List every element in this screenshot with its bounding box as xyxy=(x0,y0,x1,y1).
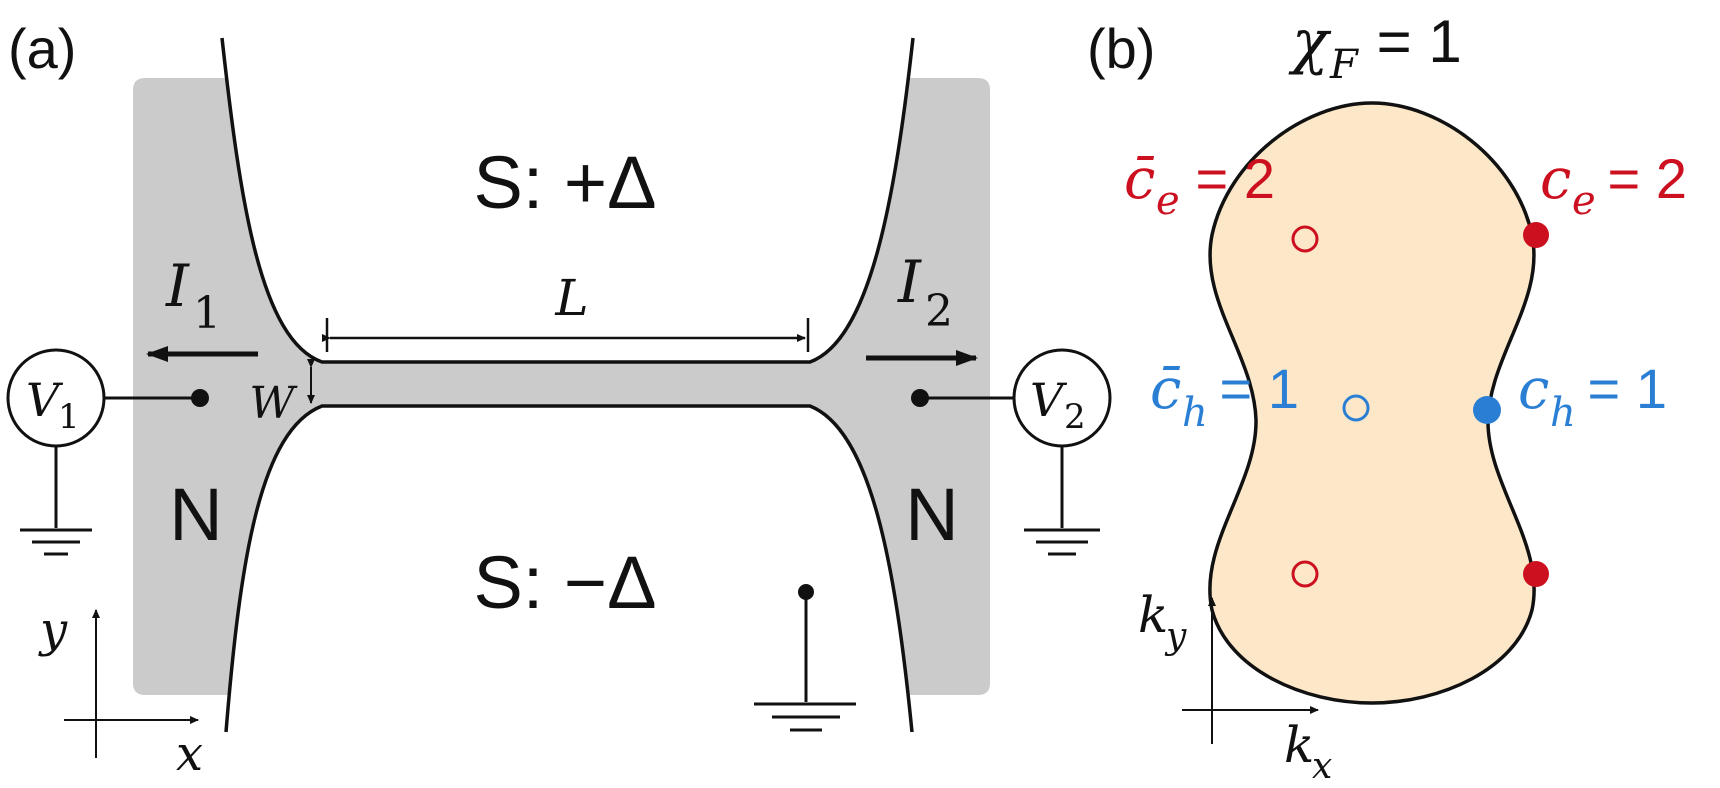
current-1-symbol: I xyxy=(165,252,190,320)
superconductor-bottom xyxy=(226,406,912,788)
k-axes: k y k x xyxy=(1138,586,1332,787)
panel-a-label: (a) xyxy=(8,17,76,80)
width-label: W xyxy=(249,378,298,429)
c-e-bar-label: c̄ e = 2 xyxy=(1124,147,1275,224)
voltmeter-2-subscript: 2 xyxy=(1064,397,1086,437)
axis-kx-label: k x xyxy=(1284,716,1332,787)
c-e-bar-value: = 2 xyxy=(1180,147,1275,210)
c-e-subscript: e xyxy=(1572,178,1596,224)
chi-value: = 1 xyxy=(1360,8,1462,75)
superconductor-top xyxy=(222,0,913,362)
probe-2-dot xyxy=(911,389,929,407)
voltmeter-2: V 2 xyxy=(911,348,1112,556)
c-h-bar-symbol: c̄ xyxy=(1150,357,1181,422)
current-1: I 1 xyxy=(146,252,258,362)
fermi-surface xyxy=(1208,101,1536,705)
s-top-label: S: +Δ xyxy=(473,141,656,224)
point-c-e-top xyxy=(1523,222,1549,248)
axis-x-label: x xyxy=(176,726,203,782)
point-c-e-bar-bottom xyxy=(1291,560,1319,588)
axis-kx-subscript: x xyxy=(1312,746,1332,787)
n-left-label: N xyxy=(169,473,222,556)
axis-ky-subscript: y xyxy=(1164,616,1187,657)
chi-symbol: χ xyxy=(1288,7,1332,77)
chi-label: χ F = 1 xyxy=(1288,7,1462,88)
panel-a: (a) S: +Δ S: −Δ N N L W xyxy=(6,0,1112,788)
c-h-subscript: h xyxy=(1550,390,1576,436)
point-c-h-bar xyxy=(1342,394,1370,422)
voltmeter-1-subscript: 1 xyxy=(58,397,80,437)
current-2-symbol: I xyxy=(897,248,922,316)
c-h-bar-label: c̄ h = 1 xyxy=(1150,357,1299,436)
axis-y-label: y xyxy=(38,602,68,658)
c-h-bar-subscript: h xyxy=(1182,390,1208,436)
point-c-e-bar-top xyxy=(1291,225,1319,253)
length-label: L xyxy=(554,269,588,327)
c-h-label: c h = 1 xyxy=(1518,357,1667,436)
chi-subscript: F xyxy=(1329,42,1359,88)
gray-region xyxy=(133,0,990,788)
current-2-subscript: 2 xyxy=(925,286,953,337)
c-e-bar-symbol: c̄ xyxy=(1124,147,1155,212)
width-dimension: W xyxy=(249,359,315,429)
c-e-label: c e = 2 xyxy=(1540,147,1687,224)
voltmeter-1: V 1 xyxy=(6,348,209,556)
length-dimension: L xyxy=(322,269,810,352)
current-1-subscript: 1 xyxy=(193,288,221,339)
s-bottom-label: S: −Δ xyxy=(473,541,656,624)
axis-ky-symbol: k xyxy=(1138,586,1168,644)
panel-b: (b) χ F = 1 c̄ e = 2 c e = 2 c̄ xyxy=(1087,7,1687,787)
c-h-value: = 1 xyxy=(1572,357,1667,420)
c-e-value: = 2 xyxy=(1592,147,1687,210)
probe-1-dot xyxy=(191,389,209,407)
boundary-top xyxy=(220,37,915,364)
axis-ky-label: k y xyxy=(1138,586,1187,657)
point-c-e-bottom xyxy=(1523,561,1549,587)
c-e-bar-subscript: e xyxy=(1156,178,1180,224)
current-2: I 2 xyxy=(866,248,978,366)
xy-axes: y x xyxy=(38,602,203,782)
c-h-bar-value: = 1 xyxy=(1204,357,1299,420)
boundary-bottom xyxy=(224,404,914,733)
c-h-symbol: c xyxy=(1518,357,1549,422)
voltmeter-2-symbol: V xyxy=(1030,373,1068,427)
n-right-label: N xyxy=(905,473,958,556)
panel-b-label: (b) xyxy=(1087,17,1155,80)
voltmeter-1-symbol: V xyxy=(26,373,64,427)
axis-kx-symbol: k xyxy=(1284,716,1314,774)
superconductor-ground xyxy=(754,584,856,732)
c-e-symbol: c xyxy=(1540,147,1571,212)
point-c-h xyxy=(1473,396,1501,424)
